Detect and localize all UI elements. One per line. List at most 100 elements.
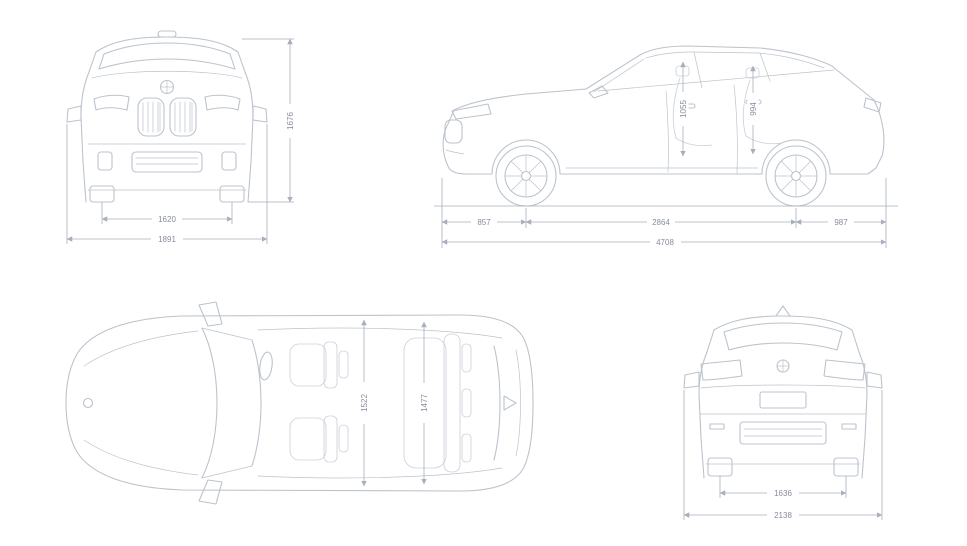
dim-cabin-rear-label: 994 [749,102,758,116]
rear-car-outline [683,305,883,479]
front-view-drawing: 1620 1891 1676 [66,30,296,245]
side-car-outline [442,45,885,207]
door-seam-rear [733,84,738,174]
lower-intake [131,151,203,173]
kidney-grille [444,119,463,144]
steering-wheel [259,351,273,381]
mirror-left [683,371,700,389]
taillight [863,97,882,113]
dim-front-width-label: 1891 [158,235,176,244]
rear-wheel-spokes [774,154,818,198]
passenger-headrest [338,424,349,453]
mirror-bottom [198,479,223,505]
tire-right [833,457,859,477]
tire-left [89,185,115,203]
top-view-drawing: 1522 1477 [65,301,534,505]
rear-window-edge [493,345,501,461]
mirror [588,85,609,99]
top-view-panel: 1522 1477 [52,288,552,538]
c-pillar [759,52,771,82]
roofline-inner [645,51,825,69]
rear-headrest-center [461,388,472,418]
dim-cabin-front-label: 1055 [679,100,688,118]
witness-lines [441,178,887,248]
kidney-grille-right [169,97,197,137]
windshield-base [201,327,218,479]
roof-rail-top [257,327,503,339]
dim-cabin-rear-width-label: 1477 [420,394,429,412]
rear-headrest-left [461,343,472,373]
front-view-panel: 1620 1891 1676 [52,12,302,262]
top-dimensions: 1522 1477 [358,319,430,487]
dim-front-overhang-label: 857 [477,218,491,227]
headlight-right [204,94,241,111]
rear-headrest-right [461,433,472,463]
passenger-seat-back [323,415,338,463]
hood-contour-top [83,330,199,367]
front-seat-back [672,77,681,139]
witness-lines [66,38,294,244]
rear-dimensions: 1636 2138 [683,390,883,521]
windshield [98,42,236,70]
mirror-left [66,105,82,123]
dim-rear-overhang-label: 987 [834,218,848,227]
taillight-left [700,359,743,381]
diffuser [739,421,827,445]
dim-front-track-label: 1620 [158,215,176,224]
side-dimensions: 1055 994 857 2864 987 4708 [434,61,898,248]
b-pillar [693,51,703,89]
passenger-seat-cushion [289,417,327,461]
tire-right [219,185,245,203]
driver-seat-back [323,341,338,389]
rear-bench-back [443,333,461,473]
dim-rear-width-label: 2138 [774,511,792,520]
side-intake-left [97,151,113,171]
dim-front-height-label: 1676 [286,112,295,130]
intake-slats [135,157,199,165]
rear-seat-cushion [745,135,783,145]
witness-lines [683,390,883,520]
mirror-right [866,371,883,389]
roof-front-edge [251,339,262,467]
roof-rail-bottom [257,467,503,479]
rear-wheel-hub [790,170,802,182]
shark-fin-antenna [775,305,791,317]
driver-headrest [338,350,349,379]
front-seat-headrest [675,65,690,77]
roof-antenna [157,30,177,38]
front-dimensions: 1620 1891 1676 [66,38,296,245]
rear-seat-back [742,79,751,137]
reflector-right [841,423,857,430]
side-intake-right [221,151,237,171]
grille-bars-right [174,101,193,133]
shark-fin-antenna [503,395,517,411]
side-view-panel: 1055 994 857 2864 987 4708 [426,8,906,258]
grille-bars-left [142,101,161,133]
tailgate-seam [700,384,866,389]
tire-left [707,457,733,477]
a-pillars [201,327,253,479]
body-outline [698,315,868,479]
rear-window [723,322,843,351]
dim-rear-track-label: 1636 [774,489,792,498]
hood-line [91,70,243,79]
front-wheel-hub [520,170,532,182]
door-seam-front [665,90,669,173]
side-view-drawing: 1055 994 857 2864 987 4708 [434,45,898,248]
body-outline [65,314,534,492]
mirror-top [198,301,223,327]
diffuser-slats [743,428,823,437]
license-plate-recess [759,391,807,409]
front-wheel-spokes [504,154,548,198]
front-intake-line [445,149,465,155]
reflector-left [709,423,725,430]
front-seat-cushion [675,137,713,147]
tailgate-edge [515,349,521,457]
kidney-grille-left [137,97,165,137]
dim-wheelbase-label: 2864 [652,218,670,227]
dim-cabin-front-width-label: 1522 [360,394,369,412]
roundel-cross [776,359,790,373]
headlight-left [93,94,130,111]
headlight [451,103,492,120]
